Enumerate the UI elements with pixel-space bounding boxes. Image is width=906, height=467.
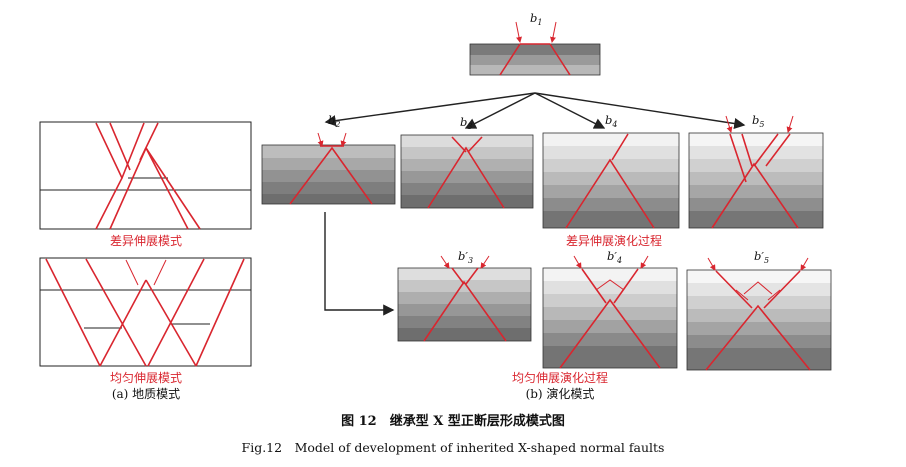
figure-title-cn: 图 12 继承型 X 型正断层形成模式图 xyxy=(341,413,565,429)
caption-uniform-evolution: 均匀伸展演化过程 xyxy=(512,370,608,385)
label-b4-prime: b′4 xyxy=(607,249,622,265)
label-b3-prime: b′3 xyxy=(458,249,473,265)
caption-evolution-mode: (b) 演化模式 xyxy=(526,386,595,401)
caption-uniform-geology: 均匀伸展模式 xyxy=(110,371,182,385)
block-b4-prime xyxy=(542,255,678,369)
label-b5-prime: b′5 xyxy=(754,249,769,265)
caption-geology-mode: (a) 地质模式 xyxy=(112,387,180,401)
label-b4: b4 xyxy=(605,113,617,129)
label-b3: b3 xyxy=(460,115,472,131)
label-b5: b5 xyxy=(752,113,764,129)
geology-differential-box xyxy=(39,121,252,230)
geology-uniform-box xyxy=(39,257,252,367)
block-b3 xyxy=(400,134,534,209)
block-b5-prime xyxy=(686,257,832,371)
block-b5 xyxy=(688,115,824,229)
block-b4 xyxy=(542,132,680,229)
caption-diff-geology: 差异伸展模式 xyxy=(110,234,182,248)
block-b1 xyxy=(469,21,601,76)
label-b2: b2 xyxy=(328,113,340,129)
caption-diff-evolution: 差异伸展演化过程 xyxy=(566,233,662,248)
figure-title-en: Fig.12 Model of development of inherited… xyxy=(242,440,665,455)
block-b2 xyxy=(261,132,396,205)
evolution-arrows xyxy=(324,92,746,316)
label-b1: b1 xyxy=(530,11,542,27)
block-b3-prime xyxy=(397,255,532,342)
